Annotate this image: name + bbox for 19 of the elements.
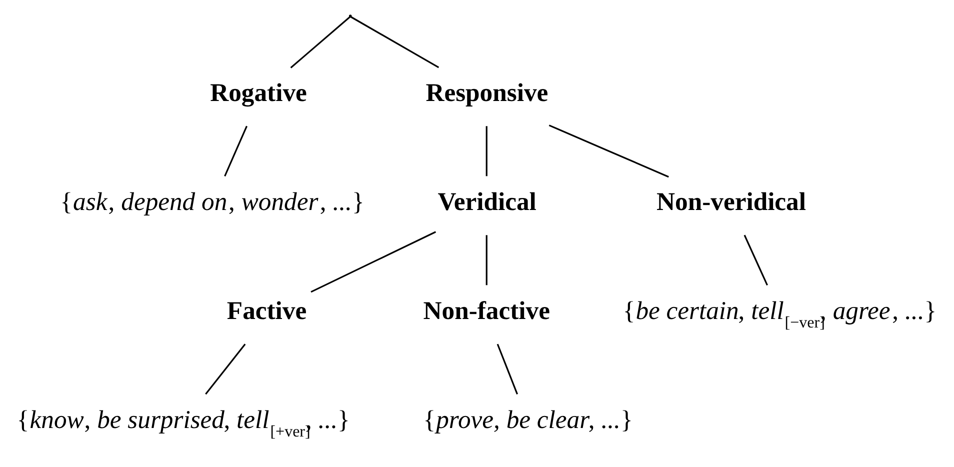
connector [486, 126, 488, 176]
connector [744, 234, 768, 285]
node-text: Veridical [438, 186, 536, 216]
connector [350, 15, 440, 68]
node-text: Responsive [426, 78, 548, 107]
connector [290, 16, 351, 68]
connector [548, 124, 669, 178]
connector [205, 343, 246, 394]
connector [486, 234, 488, 285]
node-text: {ask, depend on, wonder, ...} [60, 186, 364, 216]
connector [224, 125, 248, 176]
node-point [348, 14, 352, 17]
connector [496, 343, 518, 394]
connector [310, 230, 436, 292]
node-text: Rogative [210, 78, 307, 107]
node-text: Non-veridical [656, 186, 806, 216]
node-text: Non-factive [423, 296, 550, 325]
node-text: {prove, be clear, ...} [423, 404, 633, 434]
node-text: Factive [226, 296, 307, 325]
